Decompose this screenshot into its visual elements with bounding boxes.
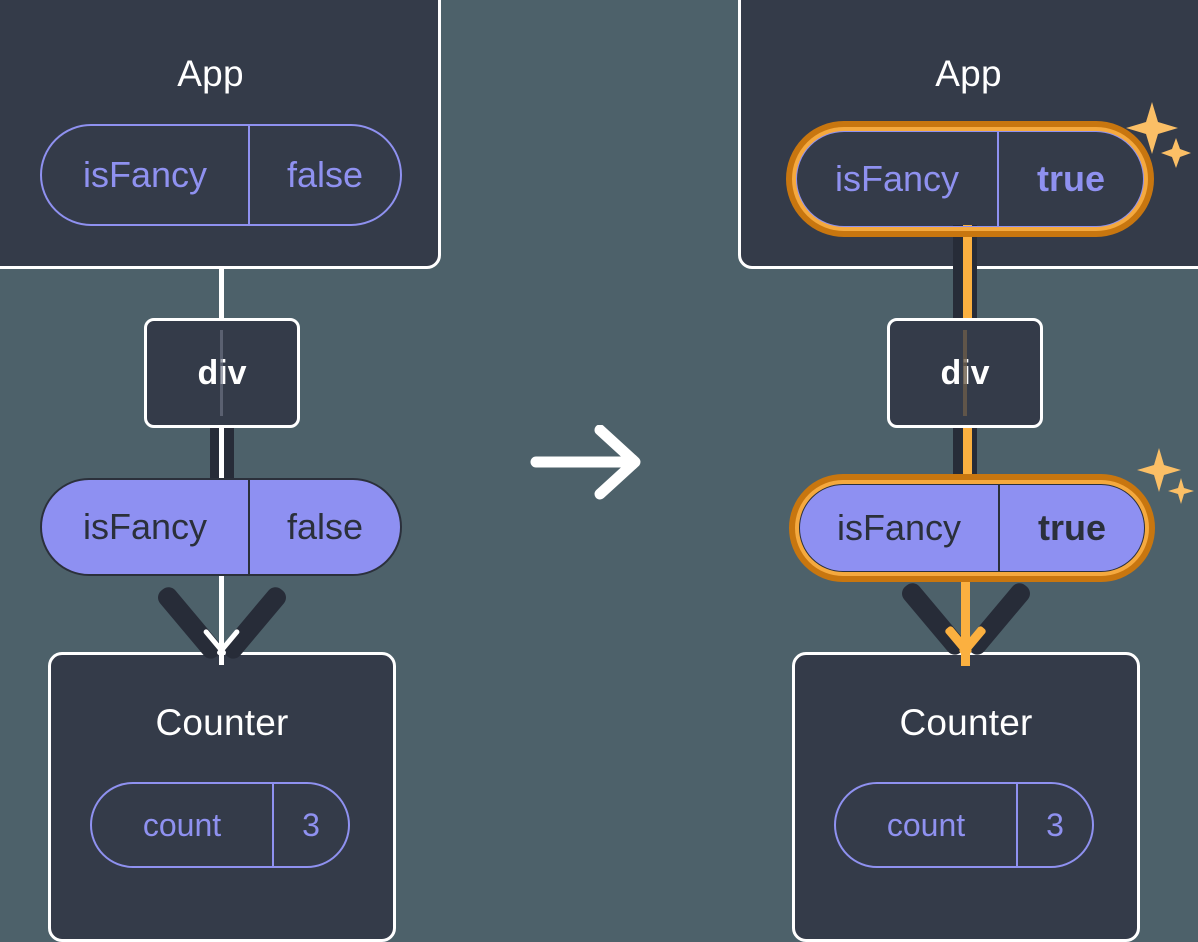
prop-pill-before: isFancy false — [40, 478, 402, 576]
arrow-shaft-after — [961, 566, 970, 666]
sparkle-icon-prop-after — [1136, 446, 1196, 508]
connector-through-div-before — [220, 330, 223, 416]
counter-state-pill-before: count 3 — [90, 782, 350, 868]
transition-right-arrow — [528, 424, 648, 500]
app-state-pill-after: isFancy true — [795, 130, 1145, 228]
counter-state-pill-value-before: 3 — [272, 784, 348, 866]
app-state-pill-key-after: isFancy — [834, 158, 960, 199]
connector-div-to-prop-line-after — [963, 425, 972, 490]
sparkle-icon-app-after — [1126, 100, 1192, 170]
chevron-right-arm-before — [219, 583, 290, 663]
connector-app-to-div-before — [219, 266, 224, 322]
prop-pill-value-after: true — [998, 485, 1144, 571]
counter-state-pill-key-after: count — [886, 806, 966, 843]
connector-app-to-div-line-after — [963, 225, 972, 325]
counter-state-pill-after: count 3 — [834, 782, 1094, 868]
chevron-left-arm-before — [154, 583, 225, 663]
app-state-pill-value-after: true — [997, 132, 1143, 226]
counter-title-before: Counter — [155, 702, 289, 743]
prop-pill-after: isFancy true — [798, 483, 1146, 573]
arrow-shaft-before — [219, 570, 224, 665]
app-state-pill-before: isFancy false — [40, 124, 402, 226]
app-title-before: App — [177, 53, 244, 94]
counter-state-pill-key-before: count — [142, 806, 222, 843]
counter-title-after: Counter — [899, 702, 1033, 743]
prop-pill-value-before: false — [248, 480, 400, 574]
counter-state-pill-value-after: 3 — [1016, 784, 1092, 866]
app-state-pill-key-before: isFancy — [82, 154, 208, 195]
prop-pill-key-after: isFancy — [836, 507, 962, 548]
connector-div-to-prop-line-before — [219, 425, 224, 490]
app-state-pill-value-before: false — [248, 126, 400, 224]
prop-pill-key-before: isFancy — [82, 506, 208, 547]
connector-through-div-after — [963, 330, 967, 416]
app-title-after: App — [935, 53, 1002, 94]
